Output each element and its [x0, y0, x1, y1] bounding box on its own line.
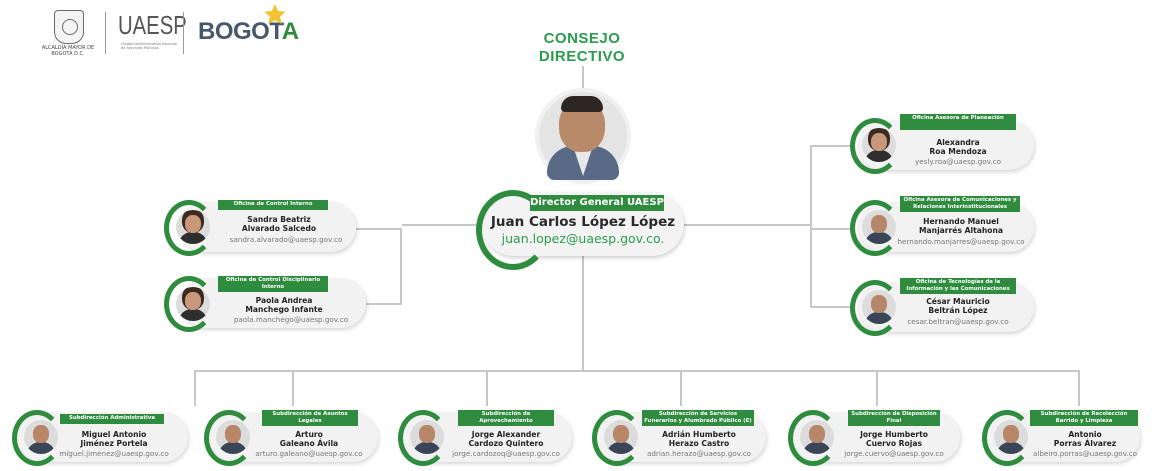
star-icon	[264, 4, 286, 24]
alcaldia-label: ALCALDÍA MAYOR DE BOGOTÁ D.C.	[41, 45, 95, 57]
person-name: Cuervo Rojas	[866, 439, 922, 448]
director-name: Juan Carlos López López	[490, 214, 676, 230]
uaesp-logo: UAESP	[118, 10, 187, 40]
person-name: César Mauricio	[926, 297, 990, 306]
header-logos: ALCALDÍA MAYOR DE BOGOTÁ D.C. UAESP Unid…	[0, 0, 320, 70]
person-name: Alvarado Salcedo	[241, 224, 317, 233]
director-card-arc	[476, 190, 550, 270]
person-email: jorge.cardozoq@uaesp.gov.co	[452, 449, 560, 458]
office-role-tag: Oficina de Control Interno	[218, 200, 328, 210]
person-name: Jiménez Portela	[80, 439, 148, 448]
subdirection-role-tag: Subdirección de Aprovechamiento	[458, 410, 554, 426]
subdirection-role-tag: Subdirección de Disposición Final	[848, 410, 940, 426]
person-name: Antonio	[1068, 430, 1102, 439]
person-email: albeiro.porras@uaesp.gov.co	[1032, 449, 1138, 458]
office-role-tag: Oficina de Control Disciplinario Interno	[218, 276, 328, 292]
consejo-line-1: CONSEJO	[543, 30, 621, 47]
person-name: Beltrán López	[928, 306, 988, 315]
person-name: Manchego Infante	[245, 305, 323, 314]
person-name: Herazo Castro	[668, 439, 730, 448]
logo-divider	[105, 12, 106, 54]
person-name: Jorge Alexander	[471, 430, 541, 439]
director-role-banner: Director General UAESP	[530, 195, 664, 211]
person-name: Miguel Antonio	[81, 430, 147, 439]
person-name: Galeano Ávila	[279, 439, 339, 448]
person-email: cesar.beltran@uaesp.gov.co	[907, 317, 1009, 326]
person-name: Arturo	[295, 430, 323, 439]
bogota-logo: BOGOTA	[198, 18, 299, 46]
person-name: Adrián Humberto	[662, 430, 736, 439]
person-name: Porras Álvarez	[1053, 439, 1117, 448]
office-role-tag: Oficina Asesora de Planeación	[900, 114, 1016, 130]
person-name: Sandra Beatriz	[247, 215, 311, 224]
person-email: yesly.roa@uaesp.gov.co	[915, 157, 1001, 166]
office-role-tag: Oficina de Tecnologías de la Información…	[900, 278, 1016, 294]
person-name: Alexandra	[936, 138, 980, 147]
bogota-logo-text: BOGOT	[198, 18, 282, 45]
person-email: adrian.herazo@uaesp.gov.co	[646, 449, 752, 458]
subdirection-role-tag: Subdirección Administrativa	[60, 414, 164, 424]
person-email: sandra.alvarado@uaesp.gov.co	[229, 235, 343, 244]
person-email: paola.manchego@uaesp.gov.co	[233, 315, 349, 324]
person-name: Roa Mendoza	[929, 147, 987, 156]
person-name: Paola Andrea	[255, 296, 313, 305]
bogota-logo-a: A	[281, 18, 299, 45]
person-name: Hernando Manuel	[923, 217, 999, 226]
director-email: juan.lopez@uaesp.gov.co.	[501, 231, 665, 246]
logo-divider	[183, 12, 184, 54]
consejo-line-2: DIRECTIVO	[538, 48, 626, 65]
person-name: Jorge Humberto	[860, 430, 928, 439]
person-name: Cardozo Quintero	[468, 439, 544, 448]
consejo-directivo-title: CONSEJO DIRECTIVO	[520, 30, 644, 66]
director-photo	[535, 88, 631, 184]
coat-of-arms-icon	[54, 10, 84, 44]
person-name: Manjarrés Altahona	[918, 226, 1003, 235]
person-email: hernando.manjarres@uaesp.gov.co	[897, 237, 1025, 246]
person-email: miguel.jimenez@uaesp.gov.co	[59, 449, 169, 458]
office-role-tag: Oficina Asesora de Comunicaciones y Rela…	[900, 196, 1020, 212]
subdirection-role-tag: Subdirección de Asuntos Legales	[262, 410, 358, 426]
subdirection-role-tag: Subdirección de Recolección Barrido y Li…	[1030, 410, 1138, 426]
uaesp-subtitle: Unidad Administrativa Especial de Servic…	[121, 42, 177, 51]
subdirection-role-tag: Subdirección de Servicios Funerarios y A…	[642, 410, 754, 426]
person-email: jorge.cuervo@uaesp.gov.co	[844, 449, 944, 458]
person-email: arturo.galeano@uaesp.gov.co	[255, 449, 363, 458]
